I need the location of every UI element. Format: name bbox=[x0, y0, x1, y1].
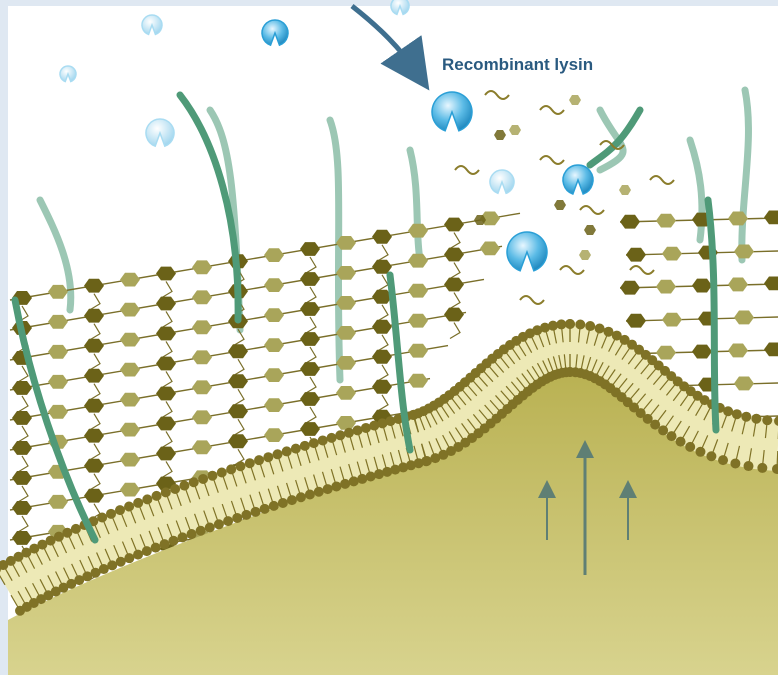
phospholipid-head bbox=[548, 321, 558, 331]
phospholipid-head bbox=[309, 438, 319, 448]
phospholipid-head bbox=[207, 471, 217, 481]
phospholipid-head bbox=[115, 505, 125, 515]
phospholipid-head bbox=[269, 501, 279, 511]
phospholipid-head bbox=[97, 513, 107, 523]
phospholipid-head bbox=[741, 412, 751, 422]
phospholipid-head bbox=[142, 494, 152, 504]
phospholipid-head bbox=[251, 507, 261, 517]
phospholipid-head bbox=[331, 481, 341, 491]
phospholipid-head bbox=[106, 509, 116, 519]
phospholipid-head bbox=[751, 414, 761, 424]
phospholipid-head bbox=[757, 463, 767, 473]
phospholipid-head bbox=[124, 502, 134, 512]
phospholipid-head bbox=[296, 492, 306, 502]
phospholipid-head bbox=[658, 425, 668, 435]
phospholipid-head bbox=[352, 425, 362, 435]
phospholipid-head bbox=[71, 524, 81, 534]
phospholipid-head bbox=[575, 320, 585, 330]
phospholipid-head bbox=[245, 458, 255, 468]
phospholipid-head bbox=[254, 455, 264, 465]
phospholipid-head bbox=[676, 437, 686, 447]
phospholipid-head bbox=[214, 519, 224, 529]
phospholipid-head bbox=[124, 553, 134, 563]
phospholipid-head bbox=[232, 513, 242, 523]
phospholipid-head bbox=[198, 474, 208, 484]
phospholipid-head bbox=[260, 504, 270, 514]
phospholipid-head bbox=[327, 433, 337, 443]
phospholipid-head bbox=[300, 441, 310, 451]
phospholipid-head bbox=[318, 435, 328, 445]
phospholipid-head bbox=[323, 484, 333, 494]
phospholipid-head bbox=[235, 461, 245, 471]
recombinant-lysin-label: Recombinant lysin bbox=[442, 55, 593, 74]
phospholipid-head bbox=[706, 451, 716, 461]
phospholipid-head bbox=[732, 409, 742, 419]
phospholipid-head bbox=[340, 479, 350, 489]
phospholipid-head bbox=[730, 458, 740, 468]
phospholipid-head bbox=[107, 560, 117, 570]
phospholipid-head bbox=[556, 319, 566, 329]
phospholipid-head bbox=[273, 449, 283, 459]
phospholipid-head bbox=[685, 442, 695, 452]
phospholipid-head bbox=[223, 516, 233, 526]
phospholipid-head bbox=[565, 319, 575, 329]
phospholipid-head bbox=[314, 487, 324, 497]
phospholipid-head bbox=[196, 526, 206, 536]
phospholipid-head bbox=[291, 444, 301, 454]
phospholipid-head bbox=[170, 484, 180, 494]
phospholipid-head bbox=[133, 498, 143, 508]
phospholipid-head bbox=[743, 461, 753, 471]
phospholipid-head bbox=[151, 543, 161, 553]
phospholipid-head bbox=[189, 477, 199, 487]
phospholipid-head bbox=[116, 557, 126, 567]
phospholipid-head bbox=[278, 498, 288, 508]
phospholipid-head bbox=[161, 487, 171, 497]
phospholipid-head bbox=[152, 491, 162, 501]
phospholipid-head bbox=[62, 528, 72, 538]
phospholipid-head bbox=[160, 539, 170, 549]
phospholipid-head bbox=[718, 455, 728, 465]
phospholipid-head bbox=[178, 532, 188, 542]
phospholipid-head bbox=[357, 474, 367, 484]
phospholipid-head bbox=[226, 464, 236, 474]
phospholipid-head bbox=[205, 522, 215, 532]
phospholipid-head bbox=[349, 476, 359, 486]
phospholipid-head bbox=[344, 428, 354, 438]
phospholipid-head bbox=[282, 446, 292, 456]
phospholipid-head bbox=[133, 550, 143, 560]
phospholipid-head bbox=[762, 415, 772, 425]
phospholipid-head bbox=[287, 495, 297, 505]
phospholipid-head bbox=[667, 431, 677, 441]
phospholipid-head bbox=[305, 489, 315, 499]
phospholipid-head bbox=[217, 468, 227, 478]
phospholipid-head bbox=[335, 430, 345, 440]
phospholipid-head bbox=[187, 529, 197, 539]
phospholipid-head bbox=[585, 321, 595, 331]
phospholipid-head bbox=[723, 406, 733, 416]
phospholipid-head bbox=[169, 536, 179, 546]
phospholipid-head bbox=[142, 546, 152, 556]
phospholipid-head bbox=[179, 481, 189, 491]
phospholipid-head bbox=[695, 447, 705, 457]
phospholipid-head bbox=[595, 323, 605, 333]
phospholipid-head bbox=[241, 510, 251, 520]
phospholipid-head bbox=[263, 452, 273, 462]
